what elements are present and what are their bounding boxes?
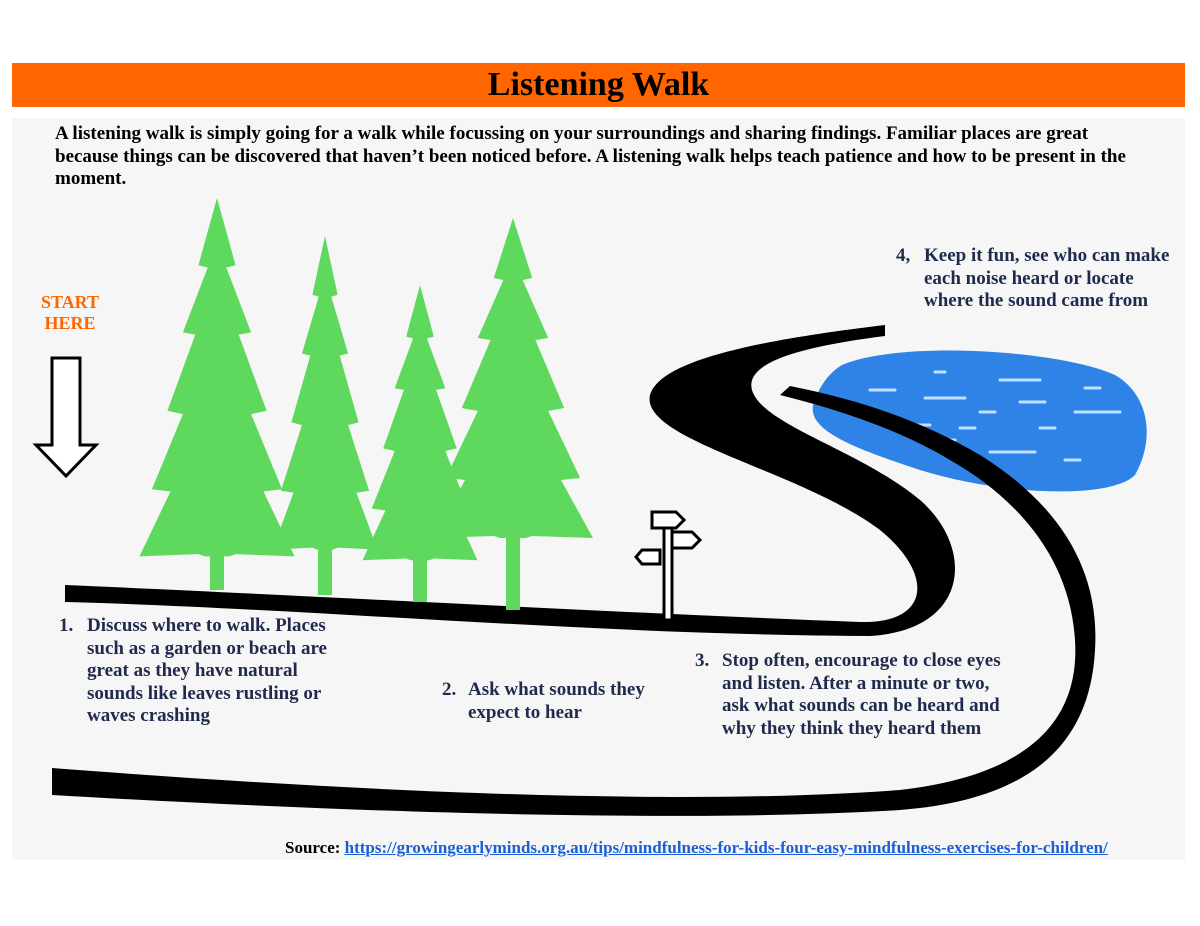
step-number: 1. xyxy=(59,615,74,636)
step-2: 2. Ask what sounds they expect to hear xyxy=(442,679,668,724)
tree-icon xyxy=(139,198,295,590)
source-link[interactable]: https://growingearlyminds.org.au/tips/mi… xyxy=(344,838,1108,857)
walking-path-lower xyxy=(52,386,1096,816)
step-3: 3. Stop often, encourage to close eyes a… xyxy=(695,650,1012,740)
step-number: 4, xyxy=(896,245,911,266)
step-text: Keep it fun, see who can make each noise… xyxy=(924,245,1170,311)
step-1: 1. Discuss where to walk. Places such as… xyxy=(59,615,337,728)
tree-icon xyxy=(362,285,478,602)
tree-icon xyxy=(433,218,593,610)
source-line: Source: https://growingearlyminds.org.au… xyxy=(285,838,1108,858)
page-title: Listening Walk xyxy=(487,66,710,103)
down-arrow-icon xyxy=(32,356,100,479)
step-text: Discuss where to walk. Places such as a … xyxy=(87,615,327,726)
start-here-label: START HERE xyxy=(40,292,100,333)
step-number: 2. xyxy=(442,679,457,700)
step-text: Stop often, encourage to close eyes and … xyxy=(722,650,1001,739)
step-number: 3. xyxy=(695,650,710,671)
title-bar: Listening Walk xyxy=(12,63,1185,107)
step-text: Ask what sounds they expect to hear xyxy=(468,679,645,723)
signpost-icon xyxy=(634,510,703,622)
intro-text: A listening walk is simply going for a w… xyxy=(55,123,1126,189)
source-label: Source: xyxy=(285,838,341,857)
walking-path-upper xyxy=(65,325,955,636)
tree-icon xyxy=(272,236,378,595)
step-4: 4, Keep it fun, see who can make each no… xyxy=(896,245,1184,313)
